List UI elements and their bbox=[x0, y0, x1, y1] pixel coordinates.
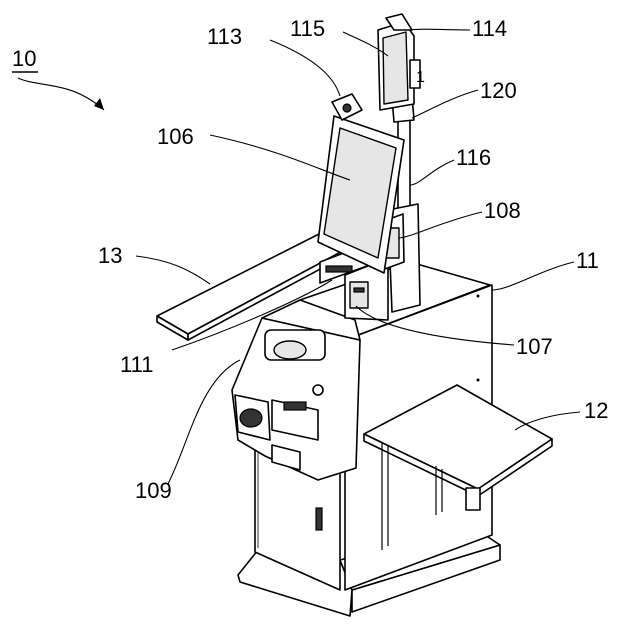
label-106: 106 bbox=[157, 124, 194, 149]
indicator-digit: 1 bbox=[416, 69, 425, 86]
leader-11 bbox=[492, 262, 574, 290]
leader-109 bbox=[168, 360, 240, 484]
label-11: 11 bbox=[576, 248, 599, 273]
leader-120 bbox=[412, 90, 478, 118]
label-13: 13 bbox=[98, 243, 122, 268]
payment-console bbox=[232, 300, 360, 480]
indicator-head bbox=[378, 14, 420, 122]
label-113: 113 bbox=[207, 24, 242, 49]
arrow-10 bbox=[18, 78, 104, 110]
leader-13 bbox=[136, 256, 210, 284]
label-111: 111 bbox=[120, 352, 153, 377]
label-107: 107 bbox=[516, 334, 553, 359]
label-116: 116 bbox=[456, 145, 491, 170]
label-120: 120 bbox=[480, 78, 517, 103]
label-108: 108 bbox=[484, 198, 521, 223]
label-12: 12 bbox=[584, 398, 608, 423]
leader-113 bbox=[270, 40, 340, 96]
arrowhead-10 bbox=[94, 98, 104, 110]
leader-114 bbox=[410, 29, 470, 30]
label-115: 115 bbox=[290, 16, 325, 41]
leader-116 bbox=[410, 160, 454, 185]
cabinet-lock bbox=[316, 508, 322, 530]
label-114: 114 bbox=[472, 16, 507, 41]
label-10: 10 bbox=[12, 46, 36, 71]
label-109: 109 bbox=[135, 478, 172, 503]
